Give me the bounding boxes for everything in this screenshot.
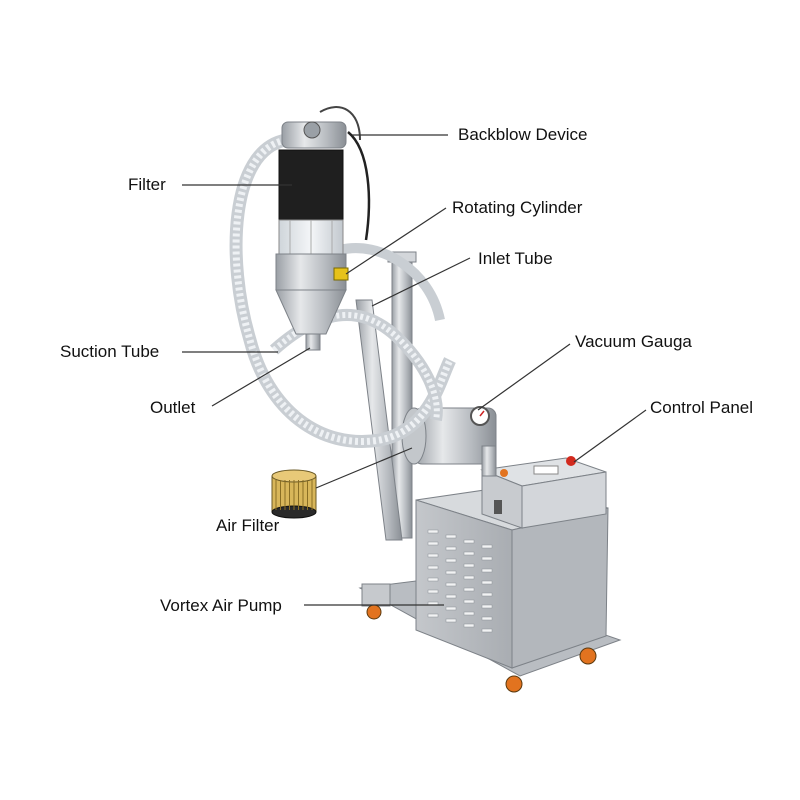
label-vacuum-gauga: Vacuum Gauga [575,332,692,351]
vent-slot [445,534,457,539]
indicator-light-icon [500,469,508,477]
label-suction-tube: Suction Tube [60,342,160,361]
label-vortex-air-pump: Vortex Air Pump [160,596,282,615]
vent-slot [445,546,457,551]
label-control-panel: Control Panel [650,398,754,417]
vent-slots [427,529,493,633]
vent-slot [445,558,457,563]
leader-control-panel [573,409,647,463]
label-outlet: Outlet [150,398,196,417]
vent-slot [463,587,475,592]
vent-slot [481,544,493,549]
vent-slot [427,529,439,534]
label-air-filter: Air Filter [216,516,280,535]
vent-slot [445,606,457,611]
wheel-icon [366,604,382,620]
emergency-stop-icon [566,456,576,466]
vent-slot [463,599,475,604]
leader-outlet [211,347,311,407]
leader-vacuum-gauga [477,343,571,411]
vent-slot [427,565,439,570]
vent-slot [445,618,457,623]
air-filter-cartridge [271,469,317,519]
vent-slot [463,563,475,568]
vent-slot [445,594,457,599]
leader-lines [182,134,647,606]
vent-slot [427,589,439,594]
vent-slot [481,628,493,633]
label-rotating-cylinder: Rotating Cylinder [452,198,583,217]
vent-slot [481,556,493,561]
label-filter: Filter [128,175,166,194]
leader-rotating-cylinder [345,207,447,275]
caster-wheels [366,604,597,693]
filter-hopper [275,121,349,351]
control-panel-box [480,456,607,529]
vent-slot [463,551,475,556]
vent-slot [481,604,493,609]
vent-slot [481,568,493,573]
label-inlet-tube: Inlet Tube [478,249,553,268]
leader-inlet-tube [371,257,471,307]
vent-slot [481,580,493,585]
vent-slot [427,577,439,582]
wheel-icon [579,647,597,665]
vent-slot [427,541,439,546]
vent-slot [445,582,457,587]
vent-slot [481,592,493,597]
vent-slot [463,611,475,616]
vent-slot [463,575,475,580]
vent-slot [481,616,493,621]
vent-slot [463,623,475,628]
label-backblow-device: Backblow Device [458,125,588,144]
support-column [355,251,417,541]
wheel-icon [505,675,523,693]
vent-slot [445,570,457,575]
vent-slot [463,539,475,544]
vent-slot [427,553,439,558]
vent-slot [427,613,439,618]
leader-air-filter [315,447,413,489]
rotating-cylinder-icon [333,267,349,281]
